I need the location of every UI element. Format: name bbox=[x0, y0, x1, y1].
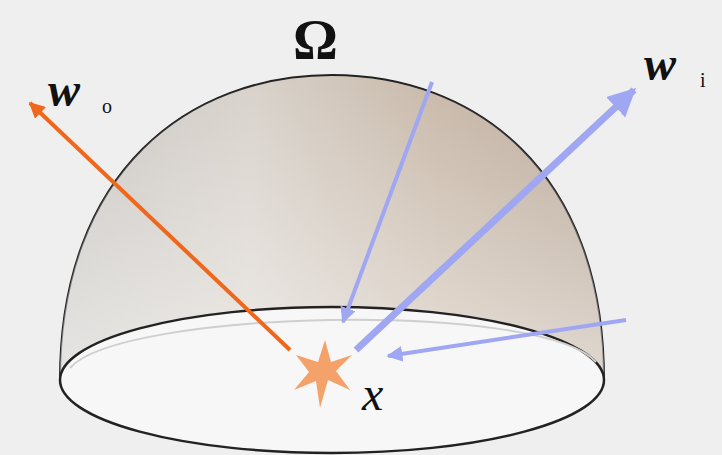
subscript-label: i bbox=[700, 70, 706, 90]
incoming-arrow bbox=[343, 82, 432, 322]
base-rim bbox=[70, 320, 596, 368]
point-star bbox=[294, 340, 352, 408]
incident-direction-arrow bbox=[356, 90, 634, 350]
vector-label: w bbox=[48, 66, 80, 114]
point-label: x bbox=[362, 370, 383, 418]
omega-label: Ω bbox=[293, 12, 338, 68]
subscript-label: o bbox=[102, 96, 112, 116]
base-disc bbox=[60, 307, 604, 453]
incoming-arrow bbox=[388, 320, 626, 356]
vector-label: w bbox=[644, 40, 676, 88]
outgoing-arrow bbox=[30, 103, 290, 350]
